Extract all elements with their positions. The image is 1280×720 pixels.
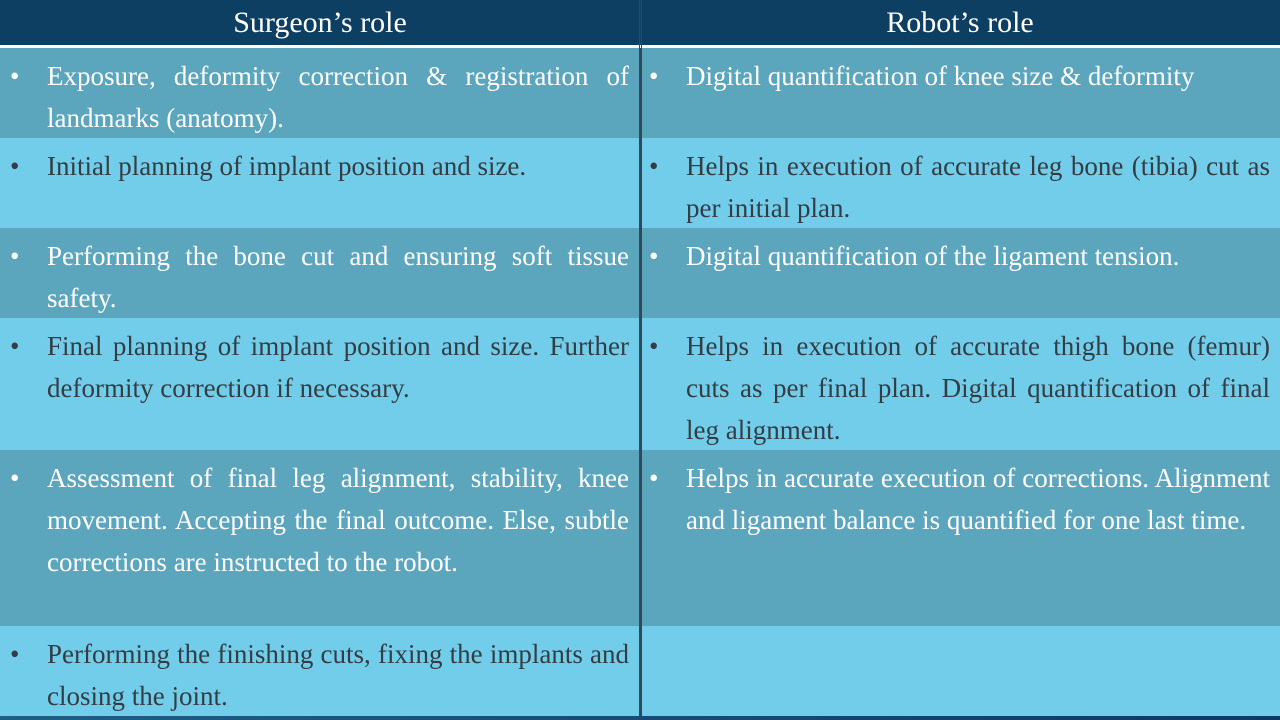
header-surgeon-role: Surgeon’s role xyxy=(0,0,640,48)
bullet-icon: • xyxy=(10,61,20,91)
cell-text: Helps in accurate execution of correctio… xyxy=(686,463,1270,535)
cell-text: Digital quantification of knee size & de… xyxy=(686,61,1195,91)
header-robot-role: Robot’s role xyxy=(640,0,1280,48)
cell-text: Helps in execution of accurate thigh bon… xyxy=(686,331,1270,445)
bullet-icon: • xyxy=(649,331,659,361)
table-cell-surgeon-4: • Final planning of implant position and… xyxy=(0,318,640,450)
table-cell-surgeon-3: • Performing the bone cut and ensuring s… xyxy=(0,228,640,318)
table-cell-robot-6 xyxy=(640,626,1280,716)
cell-text: Performing the finishing cuts, fixing th… xyxy=(47,639,629,711)
cell-text: Digital quantification of the ligament t… xyxy=(686,241,1180,271)
table-cell-robot-5: • Helps in accurate execution of correct… xyxy=(640,450,1280,626)
cell-text: Assessment of final leg alignment, stabi… xyxy=(47,463,629,577)
bullet-icon: • xyxy=(649,151,659,181)
table-cell-surgeon-2: • Initial planning of implant position a… xyxy=(0,138,640,228)
bullet-icon: • xyxy=(10,151,20,181)
table-cell-surgeon-6: • Performing the finishing cuts, fixing … xyxy=(0,626,640,716)
bullet-icon: • xyxy=(10,241,20,271)
table-cell-robot-4: • Helps in execution of accurate thigh b… xyxy=(640,318,1280,450)
bullet-icon: • xyxy=(649,241,659,271)
bullet-icon: • xyxy=(10,639,20,669)
bottom-accent-bar xyxy=(0,716,1280,720)
bullet-icon: • xyxy=(10,463,20,493)
table-cell-robot-2: • Helps in execution of accurate leg bon… xyxy=(640,138,1280,228)
table-cell-surgeon-5: • Assessment of final leg alignment, sta… xyxy=(0,450,640,626)
cell-text: Exposure, deformity correction & registr… xyxy=(47,61,629,133)
cell-text: Final planning of implant position and s… xyxy=(47,331,629,403)
cell-text: Helps in execution of accurate leg bone … xyxy=(686,151,1270,223)
bullet-icon: • xyxy=(649,61,659,91)
table-cell-surgeon-1: • Exposure, deformity correction & regis… xyxy=(0,48,640,138)
table-cell-robot-3: • Digital quantification of the ligament… xyxy=(640,228,1280,318)
bullet-icon: • xyxy=(10,331,20,361)
bullet-icon: • xyxy=(649,463,659,493)
table-cell-robot-1: • Digital quantification of knee size & … xyxy=(640,48,1280,138)
cell-text: Initial planning of implant position and… xyxy=(47,151,527,181)
cell-text: Performing the bone cut and ensuring sof… xyxy=(47,241,629,313)
